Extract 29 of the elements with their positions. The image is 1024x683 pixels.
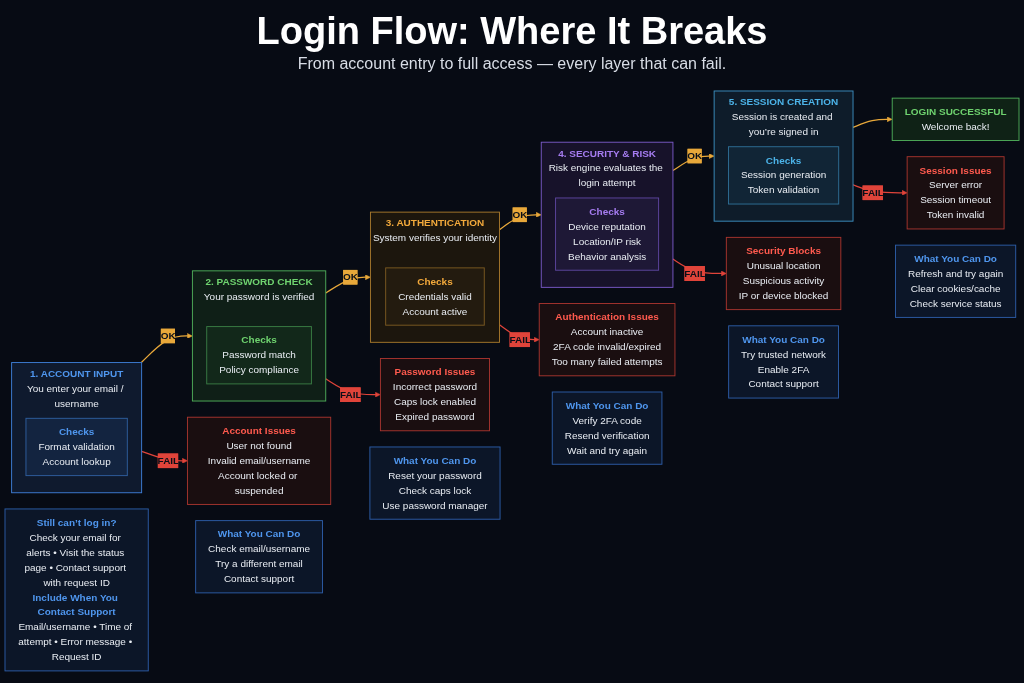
node-box: Security Blocks Unusual location Suspicious activity IP or device blocked	[725, 236, 842, 311]
arrow	[672, 153, 715, 172]
node-box: Password Issues Incorrect password Caps lock enabled Expired password	[379, 358, 490, 432]
node-box: What You Can Do Check email/username Try a different email Contact support	[195, 520, 323, 594]
arrow	[672, 258, 727, 277]
edge-label: OK	[160, 330, 176, 341]
node-box: Checks Format validation Account lookup	[25, 417, 128, 477]
edge-label: OK	[687, 150, 703, 162]
arrow	[140, 333, 193, 364]
edge-label: OK	[343, 271, 359, 283]
node-box: Checks Password match Policy compliance	[206, 326, 312, 385]
arrow	[852, 116, 893, 129]
title: Login Flow: Where It Breaks	[256, 10, 768, 53]
node-box: Still can’t log in? Check your email for alerts • Visit the status page • Contact support with request ID Include When You Contact Support Email/username • Time of attempt • Error message • Request ID	[4, 508, 149, 672]
node-box: Authentication Issues Account inactive 2FA code invalid/expired Too many failed attempts	[538, 303, 676, 377]
node-box: What You Can Do Refresh and try again Clear cookies/cache Check service status	[895, 244, 1017, 318]
arrow	[325, 274, 371, 294]
node-box: Checks Device reputation Location/IP risk Behavior analysis	[555, 197, 660, 271]
node-box: Session Issues Server error Session timeout Token invalid	[906, 156, 1005, 230]
node-box: Checks Credentials valid Account active	[385, 267, 485, 326]
arrow	[325, 378, 381, 398]
node-box: What You Can Do Reset your password Check caps lock Use password manager	[369, 446, 501, 520]
node-box: Checks Session generation Token validation	[728, 146, 840, 205]
node-box: What You Can Do Try trusted network Enable 2FA Contact support	[728, 325, 839, 399]
edge-label: OK	[512, 209, 528, 220]
node-box: Account Issues User not found Invalid email/username Account locked or suspended	[186, 416, 332, 505]
node-box: What You Can Do Verify 2FA code Resend verification Wait and try again	[551, 391, 663, 465]
subtitle: From account entry to full access — every layer that can fail.	[297, 55, 727, 73]
node-box: LOGIN SUCCESSFUL Welcome back!	[891, 97, 1020, 142]
